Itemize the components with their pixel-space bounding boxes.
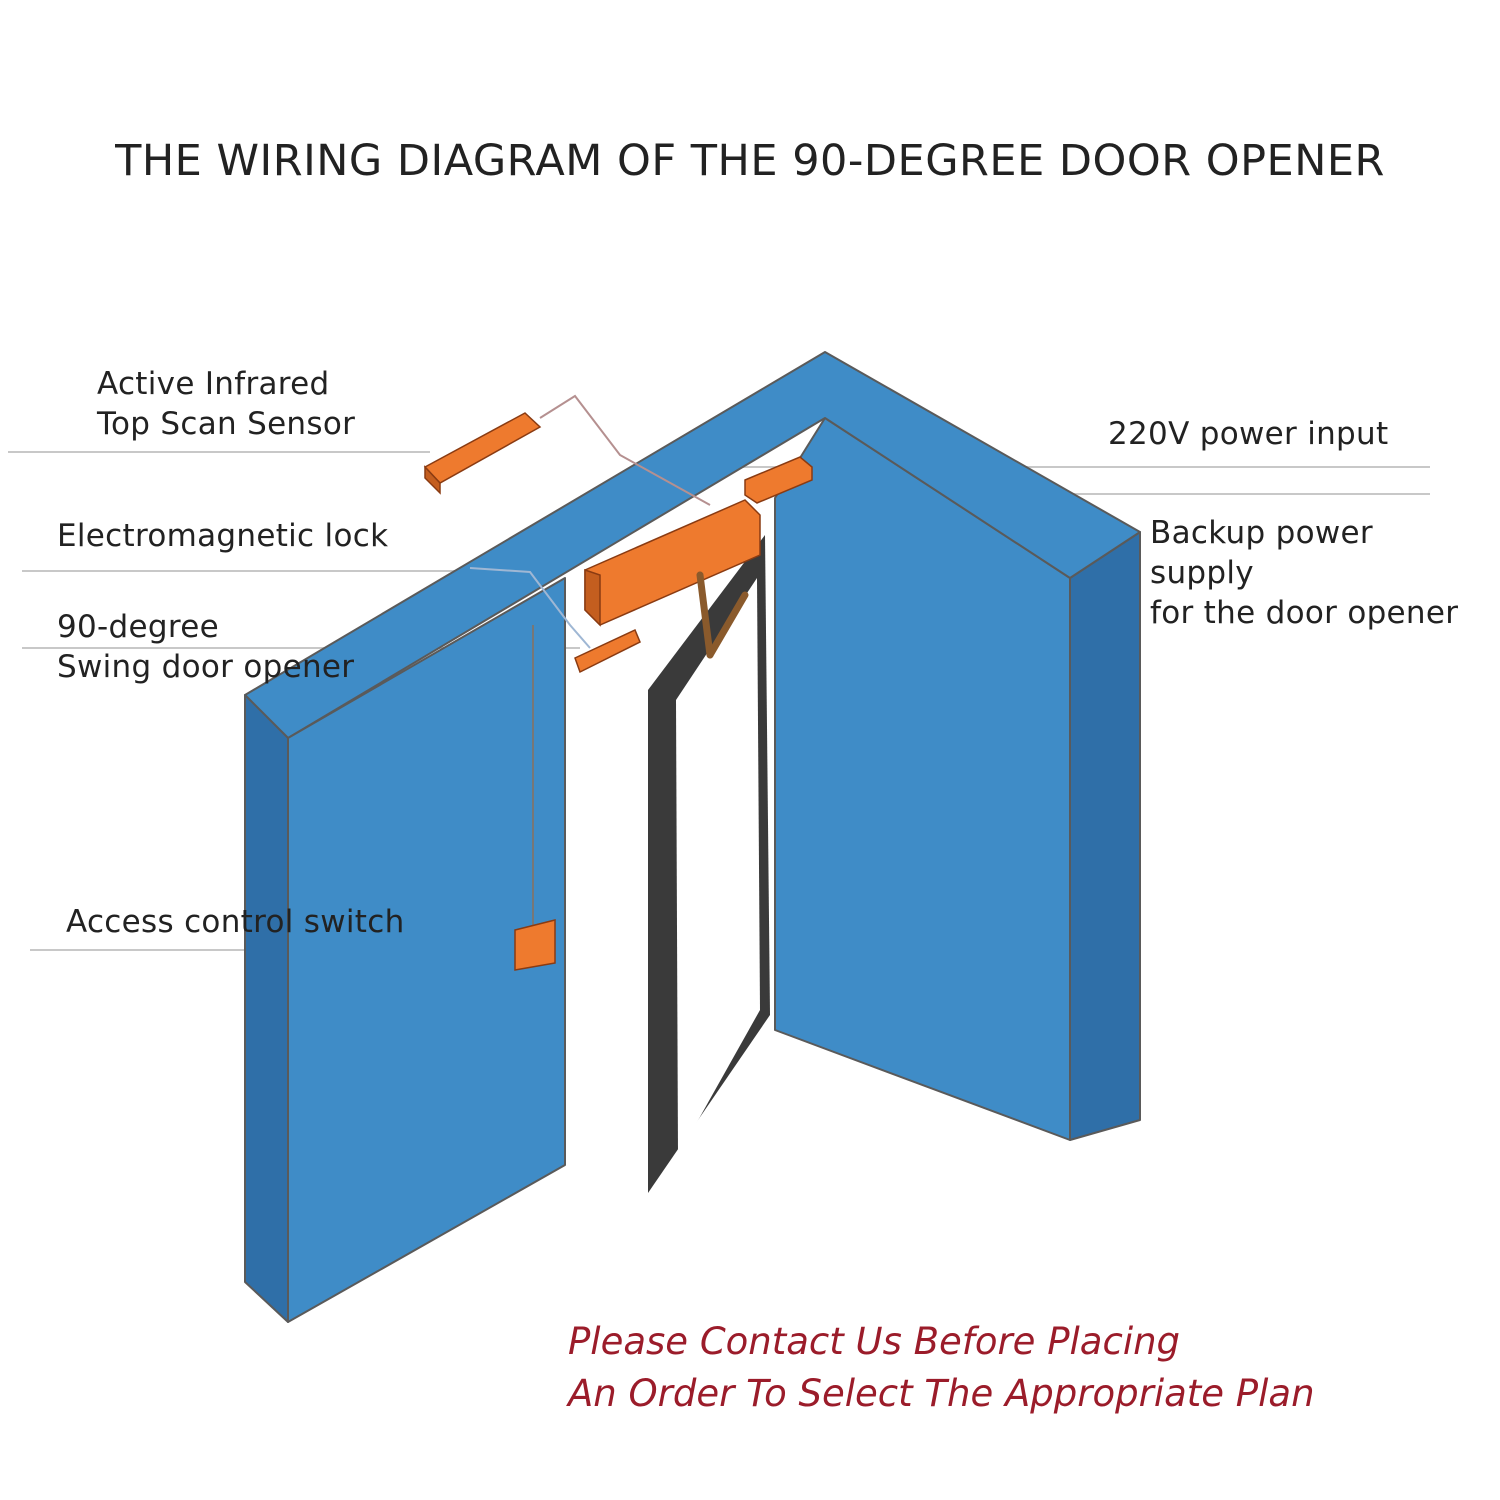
left-wall-front-face [287,577,566,1323]
opener-unit-end [584,568,601,627]
power-module [744,456,813,504]
door-leaf [648,535,770,1193]
diagram-title: THE WIRING DIAGRAM OF THE 90-DEGREE DOOR… [115,136,1385,186]
label-em-lock: Electromagnetic lock [57,518,389,554]
label-access-switch: Access control switch [66,904,405,940]
lock-cable [469,567,591,649]
right-wall [774,417,1141,1141]
left-wall-side-face [244,694,289,1323]
access-switch-device [514,919,556,971]
devices [423,412,813,971]
left-wall [244,577,566,1323]
wiring [469,394,711,945]
opener-arm-lower [706,591,749,659]
opener-arm [696,571,749,659]
infrared-sensor-device [423,412,542,484]
infrared-sensor-side [424,465,441,495]
contact-note: Please Contact Us Before Placing An Orde… [568,1320,1315,1415]
label-infrared-sensor: Active Infrared Top Scan Sensor [97,366,356,442]
label-backup-power: Backup power supply for the door opener [1150,515,1459,631]
label-power-input: 220V power input [1108,416,1389,452]
em-lock-device [574,628,641,674]
sensor-cable [539,394,711,506]
label-swing-opener: 90-degree Swing door opener [57,609,355,685]
opener-arm-upper [696,571,714,659]
door-glass [676,578,760,1156]
right-wall-front-face [1069,531,1141,1141]
